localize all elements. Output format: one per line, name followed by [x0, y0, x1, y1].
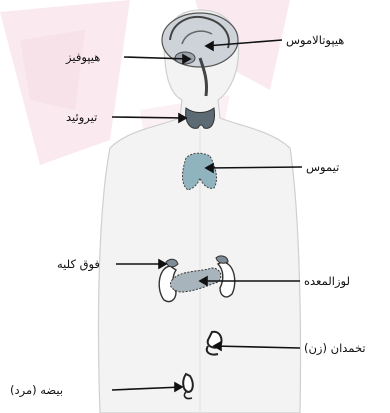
label-pituitary: هیپوفیز [66, 50, 100, 64]
label-thyroid: تیروئید [66, 110, 97, 124]
label-ovary: تخمدان (زن) [304, 341, 366, 355]
label-adrenal: فوق کلیه [57, 257, 100, 271]
label-thymus: تیموس [306, 160, 339, 174]
label-hypothalamus: هیپوتالاموس [286, 33, 344, 47]
label-testis: بیضه (مرد) [10, 383, 63, 397]
thymus-leader [206, 167, 302, 168]
thyroid-leader [112, 117, 186, 118]
label-pancreas: لوزالمعده [304, 274, 350, 288]
